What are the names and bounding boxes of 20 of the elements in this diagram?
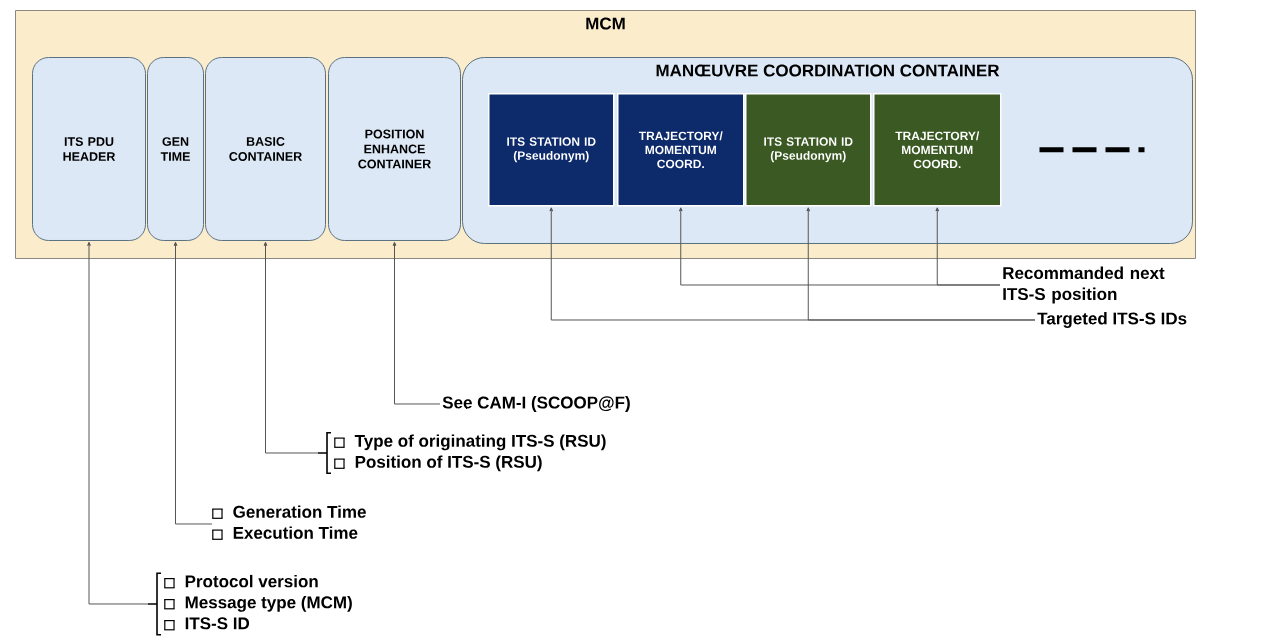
annotation-text: Targeted ITS-S IDs	[1037, 312, 1187, 328]
arrow	[392, 241, 441, 405]
container-box: GEN TIME	[147, 57, 204, 241]
annotation-text: Recommanded next ITS-S position	[1003, 266, 1165, 304]
field-cell: ITS STATION ID (Pseudonym)	[488, 93, 615, 207]
arrow	[173, 241, 213, 525]
arrow	[87, 241, 149, 605]
field-cell: TRAJECTORY/ MOMENTUM COORD.	[617, 93, 745, 207]
arrow	[263, 241, 319, 454]
checkbox-list: Type of originating ITS-S (RSU) Position of ITS-S (RSU)	[333, 434, 606, 472]
field-cell: ITS STATION ID (Pseudonym)	[745, 93, 872, 207]
field-cell: TRAJECTORY/ MOMENTUM COORD.	[873, 93, 1002, 207]
arrow	[935, 207, 1001, 286]
container-box: ITS PDU HEADER	[32, 57, 146, 241]
container-box: POSITION ENHANCE CONTAINER	[328, 57, 461, 241]
annotation-text: See CAM-I (SCOOP@F)	[442, 396, 630, 412]
arrow	[806, 207, 1036, 321]
checkbox-list: Generation Time Execution Time	[211, 505, 366, 540]
checkbox-list: Protocol version Message type (MCM) ITS-S ID	[163, 574, 352, 631]
container-box: BASIC CONTAINER	[205, 57, 326, 241]
